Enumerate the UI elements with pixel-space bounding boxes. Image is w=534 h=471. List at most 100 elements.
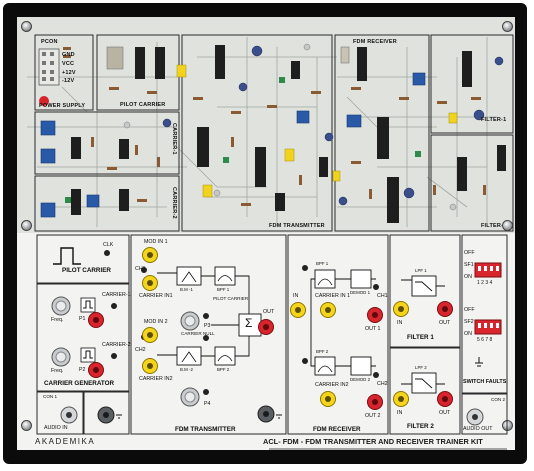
bpf1-tx-label: BPF 1 <box>217 287 230 292</box>
p3-label: P3 <box>204 323 211 329</box>
sf1-dip-switch <box>474 262 502 278</box>
filter1-title: FILTER 1 <box>407 334 434 341</box>
filter2-pcb-label: FILTER-2 <box>481 223 507 229</box>
pilot-carrier-tx-label: PILOT CARRIER <box>213 296 249 301</box>
out1-rx-label: OUT 1 <box>365 326 381 332</box>
fdm-receiver-pcb-label: FDM RECEIVER <box>353 39 397 45</box>
sf1-switch[interactable] <box>475 263 501 277</box>
gnd-label: GND <box>62 52 75 58</box>
lpf1-label: LPF 1 <box>415 268 427 273</box>
plus12-label: +12V <box>62 70 76 76</box>
switch-faults-title: SWITCH FAULTS <box>463 379 507 385</box>
in-f2-label: IN <box>397 410 403 416</box>
bm1-label: B.M -1 <box>180 287 193 292</box>
ground-section <box>83 391 130 435</box>
audio-in-label: AUDIO IN <box>44 425 68 431</box>
carrier-in1-label: CARRIER IN1 <box>139 293 173 299</box>
in-rx-label: IN <box>293 293 299 299</box>
audio-in-section <box>36 391 84 435</box>
bpf2-rx-label: BPF 2 <box>316 349 329 354</box>
mod-in1-label: MOD IN 1 <box>144 239 168 245</box>
freq-knob-p2[interactable] <box>52 348 70 366</box>
freq2-label: Freq. <box>51 368 64 374</box>
fdm-receiver-section <box>287 234 389 435</box>
out2-rx-label: OUT 2 <box>365 413 381 419</box>
front-panel <box>36 234 508 450</box>
pilot-carrier-section <box>36 234 130 284</box>
red-socket-group <box>88 301 453 410</box>
switch-faults-section <box>461 234 508 394</box>
demod2-label: DEMOD 2 <box>350 377 371 382</box>
freq1-label: Freq. <box>51 317 64 323</box>
carrier2-label: CARRIER-2 <box>102 342 131 348</box>
pilot-carrier-title: PILOT CARRIER <box>62 267 111 274</box>
carrier-null-knob-p3[interactable] <box>181 312 199 330</box>
pcb-area: PCON GND VCC +12V -12V POWER SUPPLY PILO… <box>17 17 515 233</box>
lpf2-label: LPF 2 <box>415 365 427 370</box>
filter2-title: FILTER 2 <box>407 423 434 430</box>
trainer-frame: PCON GND VCC +12V -12V POWER SUPPLY PILO… <box>3 3 527 464</box>
sf2-label: SF2 <box>464 319 474 325</box>
fdm-receiver-title: FDM RECEIVER <box>313 426 361 433</box>
fdm-transmitter-section <box>130 234 287 435</box>
clk-label: CLK <box>103 242 114 248</box>
vcc-label: VCC <box>62 61 75 67</box>
fdm-transmitter-title: FDM TRANSMITTER <box>175 426 236 433</box>
screw <box>21 21 32 32</box>
on2-label: ON <box>464 331 472 337</box>
in-f1-label: IN <box>397 320 403 326</box>
power-supply-label: POWER SUPPLY <box>39 103 86 109</box>
pcon-label: PCON <box>41 39 58 45</box>
carrier1-label: CARRIER-1 <box>102 292 131 298</box>
sf2-dip-switch <box>474 319 502 335</box>
filter1-section <box>389 234 461 348</box>
demod1-label: DEMOD 1 <box>350 290 371 295</box>
switch-numbers-1-4: 1 2 3 4 <box>477 280 493 286</box>
bpf2-block <box>214 346 236 366</box>
knob-group <box>51 296 200 407</box>
audio-out-section <box>461 393 508 435</box>
off2-label: OFF <box>464 307 475 313</box>
filter2-section <box>389 347 461 435</box>
trainer-board: PCON GND VCC +12V -12V POWER SUPPLY PILO… <box>17 17 515 450</box>
pcb-artwork <box>27 34 514 232</box>
carrier-generator-title: CARRIER GENERATOR <box>44 380 115 387</box>
bm2-block <box>176 346 202 366</box>
carrier-in2-rx-label: CARRIER IN2 <box>315 382 349 388</box>
sf1-label: SF1 <box>464 262 474 268</box>
bm2-label: B.M -2 <box>180 367 193 372</box>
yellow-socket-group <box>142 247 409 407</box>
mod-in2-label: MOD IN 2 <box>144 319 168 325</box>
out-f1-label: OUT <box>439 320 451 326</box>
brand-logo-text: AKADEMIKA <box>35 437 96 446</box>
screw <box>502 220 513 231</box>
out-f2-label: OUT <box>439 410 451 416</box>
out-tx-label: OUT <box>263 309 275 315</box>
screw <box>21 420 32 431</box>
bpf1-rx-label: BPF 1 <box>316 261 329 266</box>
fdm-transmitter-pcb-label: FDM TRANSMITTER <box>269 223 325 229</box>
carrier-in1-rx-label: CARRIER IN 1 <box>315 293 351 299</box>
switch-numbers-5-8: 5 6 7 8 <box>477 337 493 343</box>
p4-label: P4 <box>204 401 211 407</box>
con2-label: CON 2 <box>491 397 506 402</box>
bpf1-block <box>214 266 236 286</box>
ch2-rx-label: CH2 <box>377 381 388 387</box>
filter1-pcb-label: FILTER-1 <box>481 117 507 123</box>
audio-out-label: AUDIO OUT <box>463 426 493 432</box>
off1-label: OFF <box>464 250 475 256</box>
p1-label: P1 <box>79 316 86 322</box>
con1-label: CON 1 <box>43 394 58 399</box>
bpf2-tx-label: BPF 2 <box>217 367 230 372</box>
carrier-generator-section <box>36 283 130 392</box>
carrier-in2-label: CARRIER IN2 <box>139 376 173 382</box>
minus12-label: -12V <box>62 78 75 84</box>
kit-title: ACL- FDM - FDM TRANSMITTER AND RECEIVER … <box>263 437 483 446</box>
summer-sigma: Σ <box>245 316 253 330</box>
knob-p4[interactable] <box>181 388 199 406</box>
bm1-block <box>176 266 202 286</box>
sf2-switch[interactable] <box>475 320 501 334</box>
freq-knob-p1[interactable] <box>52 297 70 315</box>
pilot-carrier-pcb-label: PILOT CARRIER <box>120 102 166 108</box>
p2-label: P2 <box>79 367 86 373</box>
